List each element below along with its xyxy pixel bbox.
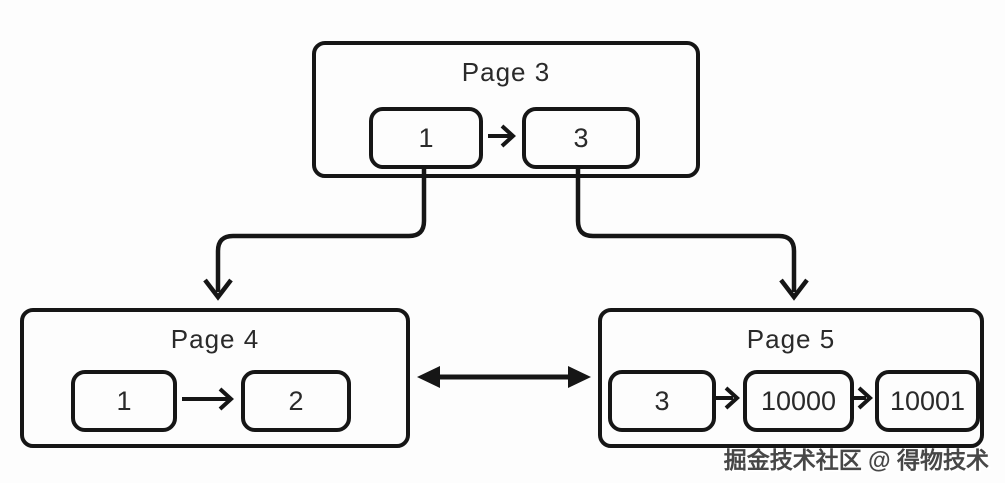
page3-node-3: 3 [522,107,640,169]
page4-title: Page 4 [170,324,260,354]
page4-node-2-value: 2 [288,385,304,416]
page3-node-1: 1 [369,107,483,169]
page5-node-3: 3 [608,370,716,432]
arrowhead-down-page5-icon [779,278,809,301]
page4-node-1-value: 1 [116,385,132,416]
connector-page3-to-page5 [575,165,797,292]
page5-title: Page 5 [746,324,836,354]
page4-box: Page 4 1 2 [20,308,410,448]
page5-node-10001: 10001 [875,370,980,432]
page5-node-10001-value: 10001 [889,385,966,416]
page5-box: Page 5 3 10000 10001 [598,308,984,448]
left-arrowhead-icon [417,366,440,388]
page3-node-1-value: 1 [418,122,434,153]
arrowhead-down-page4-icon [203,278,233,301]
page3-node-3-value: 3 [573,122,589,153]
connector-page3-to-page4 [215,165,427,292]
page5-node-10000: 10000 [743,370,854,432]
page3-title: Page 3 [461,57,551,87]
watermark-text: 掘金技术社区 @ 得物技术 [723,447,989,473]
page4-node-2: 2 [241,370,351,432]
page5-node-10000-value: 10000 [760,385,837,416]
page5-node-3-value: 3 [654,385,670,416]
page3-box: Page 3 1 3 [312,41,700,178]
right-arrowhead-icon [568,366,591,388]
page4-node-1: 1 [71,370,177,432]
